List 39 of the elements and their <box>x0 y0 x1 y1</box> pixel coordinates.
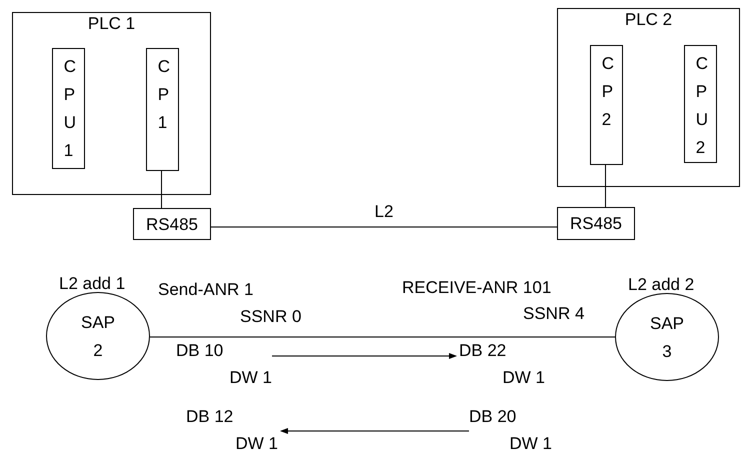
connection-line <box>210 226 558 228</box>
module-box <box>590 45 623 165</box>
plc-box <box>133 208 211 240</box>
sap-label: SAP 2 <box>80 312 116 362</box>
data-block-label: DW 1 <box>502 369 545 386</box>
plc-title: PLC 1 <box>86 15 136 32</box>
edge-label: L2 <box>372 203 396 220</box>
module-label: C P U 1 <box>64 56 74 162</box>
module-box <box>52 48 85 169</box>
plc-box <box>557 207 635 240</box>
parameter-label: SSNR 0 <box>240 308 302 325</box>
data-block-label: DW 1 <box>510 435 552 452</box>
data-block-label: DW 1 <box>230 369 272 386</box>
connection-line <box>150 336 616 338</box>
plc-box <box>557 8 740 187</box>
parameter-label: Send-ANR 1 <box>158 281 254 298</box>
module-label: C P 1 <box>158 56 168 134</box>
parameter-label: SSNR 4 <box>523 305 584 322</box>
module-label: C P 2 <box>602 53 612 131</box>
connection-line <box>161 170 162 208</box>
data-block-label: DB 12 <box>186 408 234 425</box>
module-box <box>684 45 717 163</box>
data-block-label: DB 22 <box>459 342 506 359</box>
interface-label: RS485 <box>569 213 623 235</box>
connection-line <box>605 164 606 208</box>
data-block-label: DW 1 <box>236 435 278 452</box>
data-block-label: DB 10 <box>176 342 224 359</box>
parameter-label: RECEIVE-ANR 101 <box>402 279 552 296</box>
module-label: C P U 2 <box>696 53 706 159</box>
arrow <box>280 428 470 434</box>
interface-label: RS485 <box>145 214 199 236</box>
arrow <box>272 353 457 359</box>
module-box <box>146 48 179 171</box>
data-block-label: DB 20 <box>469 408 516 425</box>
address-label: L2 add 2 <box>628 276 694 293</box>
sap-label: SAP 3 <box>648 313 686 363</box>
plc-box <box>12 12 211 195</box>
address-label: L2 add 1 <box>59 275 126 292</box>
plc-title: PLC 2 <box>624 11 674 28</box>
